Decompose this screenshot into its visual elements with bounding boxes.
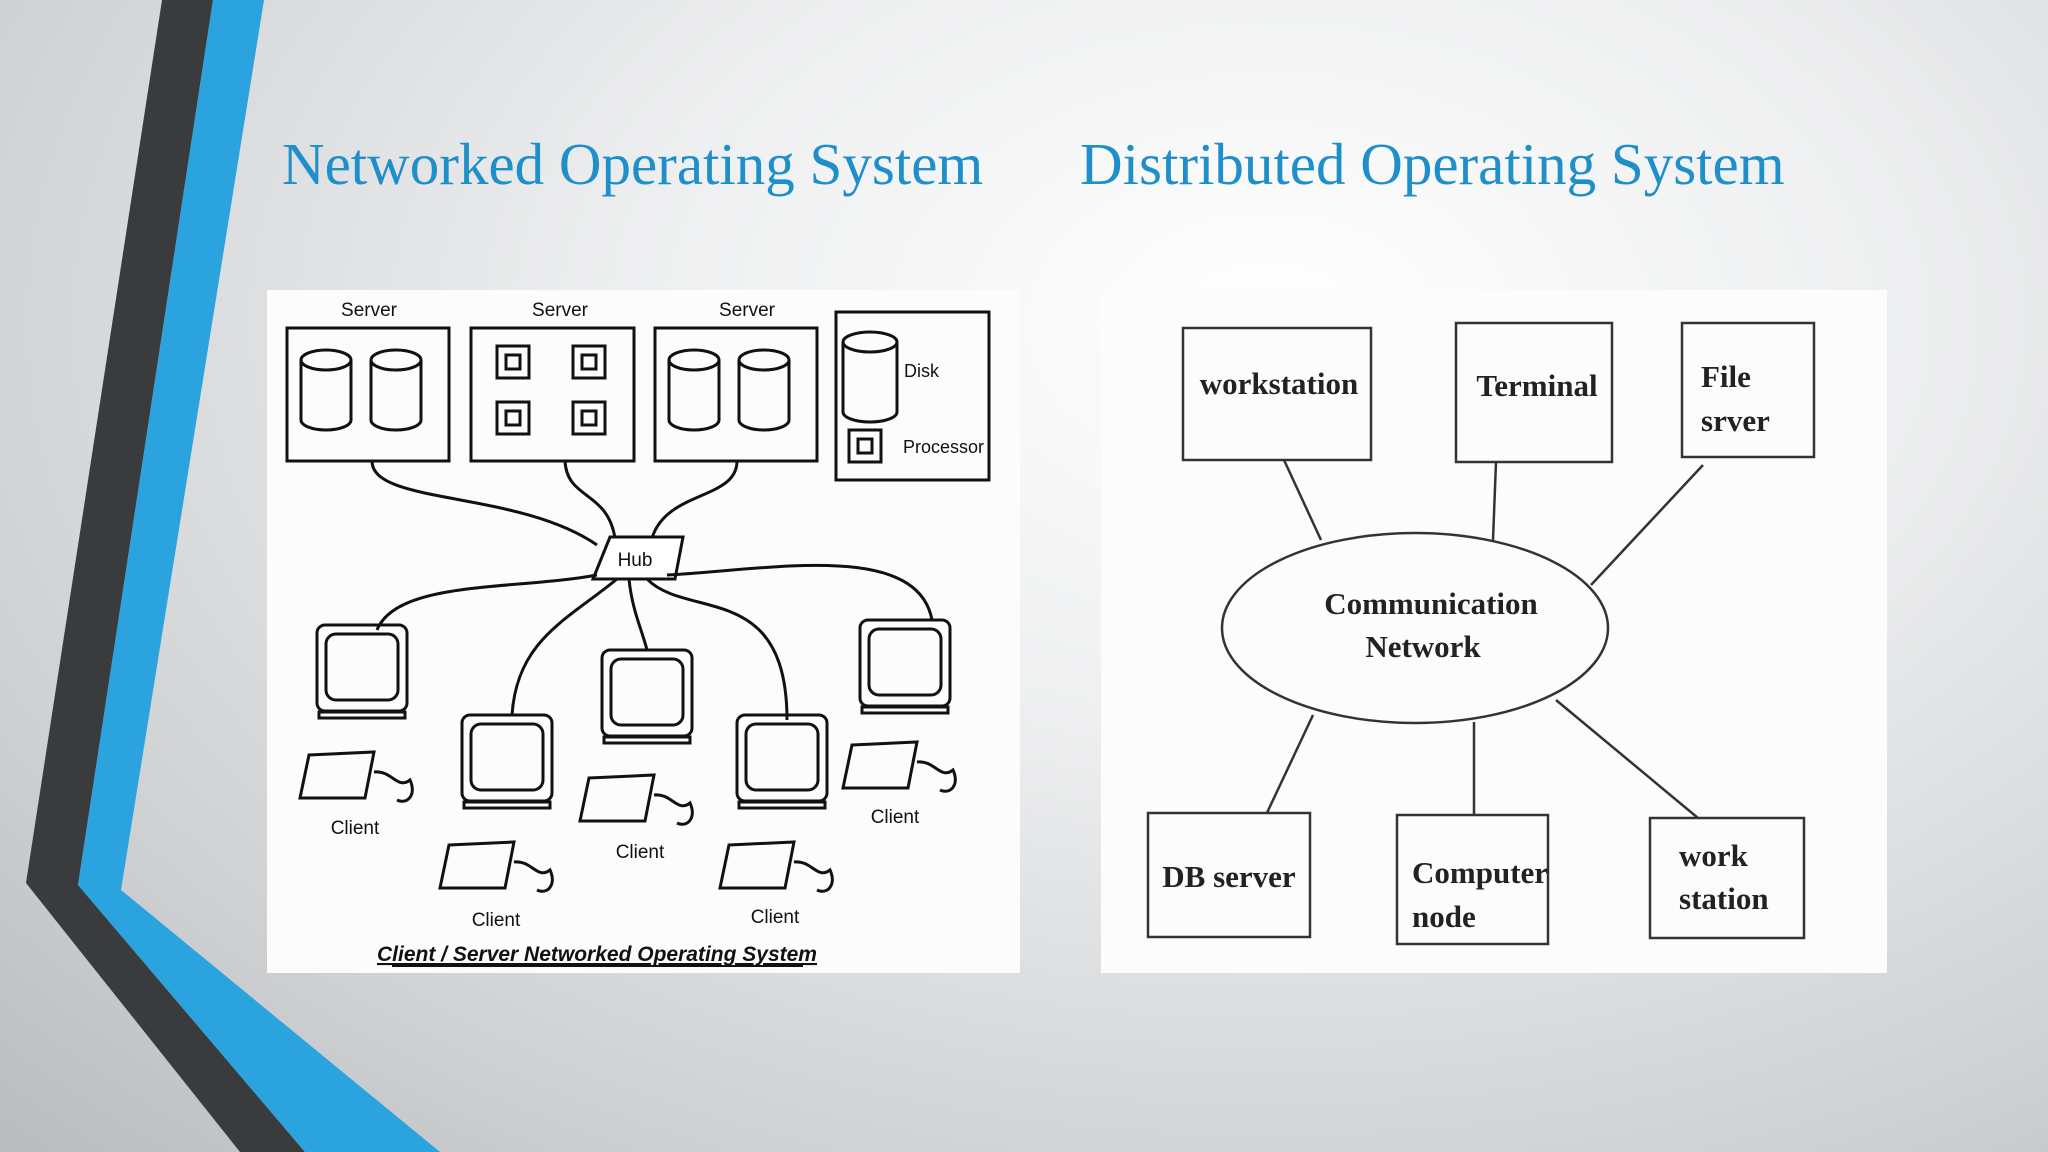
client-label: Client (472, 910, 521, 931)
workstation-box (1181, 326, 1373, 462)
hub (590, 535, 685, 581)
legend-processor-label: Processor (903, 437, 984, 457)
work-station-label-line2: station (1679, 881, 1769, 916)
communication-network-node (1220, 531, 1610, 725)
client-label: Client (751, 907, 800, 928)
server-processor-group (469, 326, 636, 463)
slide-decoration (26, 0, 440, 1152)
db-server-label: DB server (1162, 859, 1296, 894)
server-disk-group (653, 326, 819, 463)
networked-os-title: Networked Operating System (282, 131, 984, 197)
legend-box (834, 310, 991, 482)
hub-label: Hub (618, 550, 653, 571)
client-label: Client (331, 818, 380, 839)
client-label: Client (616, 842, 665, 863)
computer-node-label-line2: node (1412, 899, 1476, 934)
client-computer (841, 618, 957, 793)
client-computer (718, 713, 834, 893)
file-server-box (1680, 321, 1816, 459)
work-station-box (1648, 816, 1806, 940)
diagram-caption: Client / Server Networked Operating Syst… (377, 943, 817, 966)
legend-disk-label: Disk (904, 361, 940, 381)
server-disk-group (285, 326, 451, 463)
server-label: Server (719, 300, 776, 321)
computer-node-label-line1: Computer (1412, 855, 1548, 890)
terminal-box (1454, 321, 1614, 464)
distributed-os-title: Distributed Operating System (1080, 131, 1785, 197)
client-computer (578, 648, 694, 826)
file-server-label-line2: srver (1701, 403, 1770, 438)
networked-os-diagram: Server Server Server Disk Processor Hub (267, 290, 1020, 973)
communication-label: Communication (1324, 586, 1538, 621)
computer-node-box (1395, 813, 1550, 946)
work-station-label-line1: work (1679, 838, 1749, 873)
terminal-label: Terminal (1476, 368, 1598, 403)
network-label: Network (1365, 629, 1481, 664)
file-server-label-line1: File (1701, 359, 1751, 394)
client-computer (298, 623, 414, 803)
client-label: Client (871, 807, 920, 828)
db-server-box (1146, 811, 1312, 939)
workstation-label: workstation (1200, 366, 1358, 401)
client-computer (438, 713, 554, 893)
distributed-os-diagram: Communication Network workstation Termin… (1101, 290, 1887, 973)
server-label: Server (341, 300, 398, 321)
server-label: Server (532, 300, 589, 321)
